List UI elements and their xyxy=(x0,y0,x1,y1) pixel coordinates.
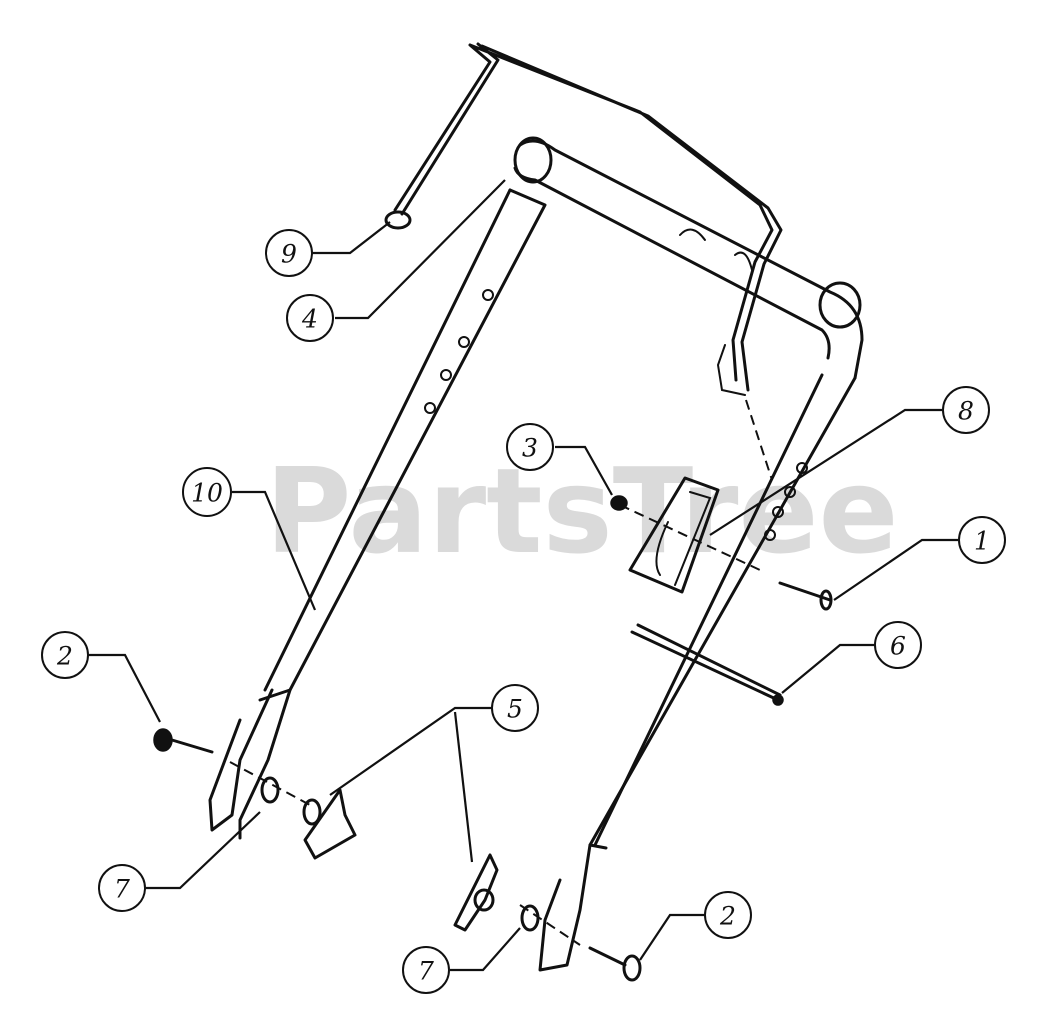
watermark-text: PartsTree xyxy=(265,442,899,580)
control-bail xyxy=(384,42,783,396)
callout-6: 6 xyxy=(874,621,922,669)
cable-bracket xyxy=(628,399,773,594)
callout-4: 4 xyxy=(286,294,334,342)
callout-1: 1 xyxy=(958,516,1006,564)
washer-7-right xyxy=(520,904,540,932)
callout-8-label: 8 xyxy=(958,397,974,426)
callout-5: 5 xyxy=(491,684,539,732)
callout-2-left-label: 2 xyxy=(56,642,73,671)
callout-10-label: 10 xyxy=(191,479,223,508)
knob-5-right xyxy=(453,853,499,932)
callout-8: 8 xyxy=(942,386,990,434)
washer-7-left xyxy=(260,776,280,804)
callout-2-right-label: 2 xyxy=(719,902,736,931)
main-handle xyxy=(208,136,864,972)
callout-10: 10 xyxy=(182,467,232,517)
callout-7-right-label: 7 xyxy=(418,957,434,986)
callout-9-label: 9 xyxy=(281,240,297,269)
bolt-2-right xyxy=(519,904,642,982)
leader-lines xyxy=(88,179,958,972)
callout-5-label: 5 xyxy=(507,695,523,724)
bolt-6 xyxy=(630,623,784,706)
callout-7-left: 7 xyxy=(98,864,146,912)
callout-1-label: 1 xyxy=(974,527,990,556)
bolt-1 xyxy=(610,495,833,611)
callout-2-left: 2 xyxy=(41,631,89,679)
bolt-2-left xyxy=(153,728,311,806)
callout-7-right: 7 xyxy=(402,946,450,994)
callout-2-right: 2 xyxy=(704,891,752,939)
knob-5-left xyxy=(302,788,357,860)
callout-9: 9 xyxy=(265,229,313,277)
callout-7-left-label: 7 xyxy=(114,875,130,904)
callout-3: 3 xyxy=(506,423,554,471)
callout-4-label: 4 xyxy=(301,305,318,334)
callout-3-label: 3 xyxy=(522,434,538,463)
callout-6-label: 6 xyxy=(890,632,906,661)
